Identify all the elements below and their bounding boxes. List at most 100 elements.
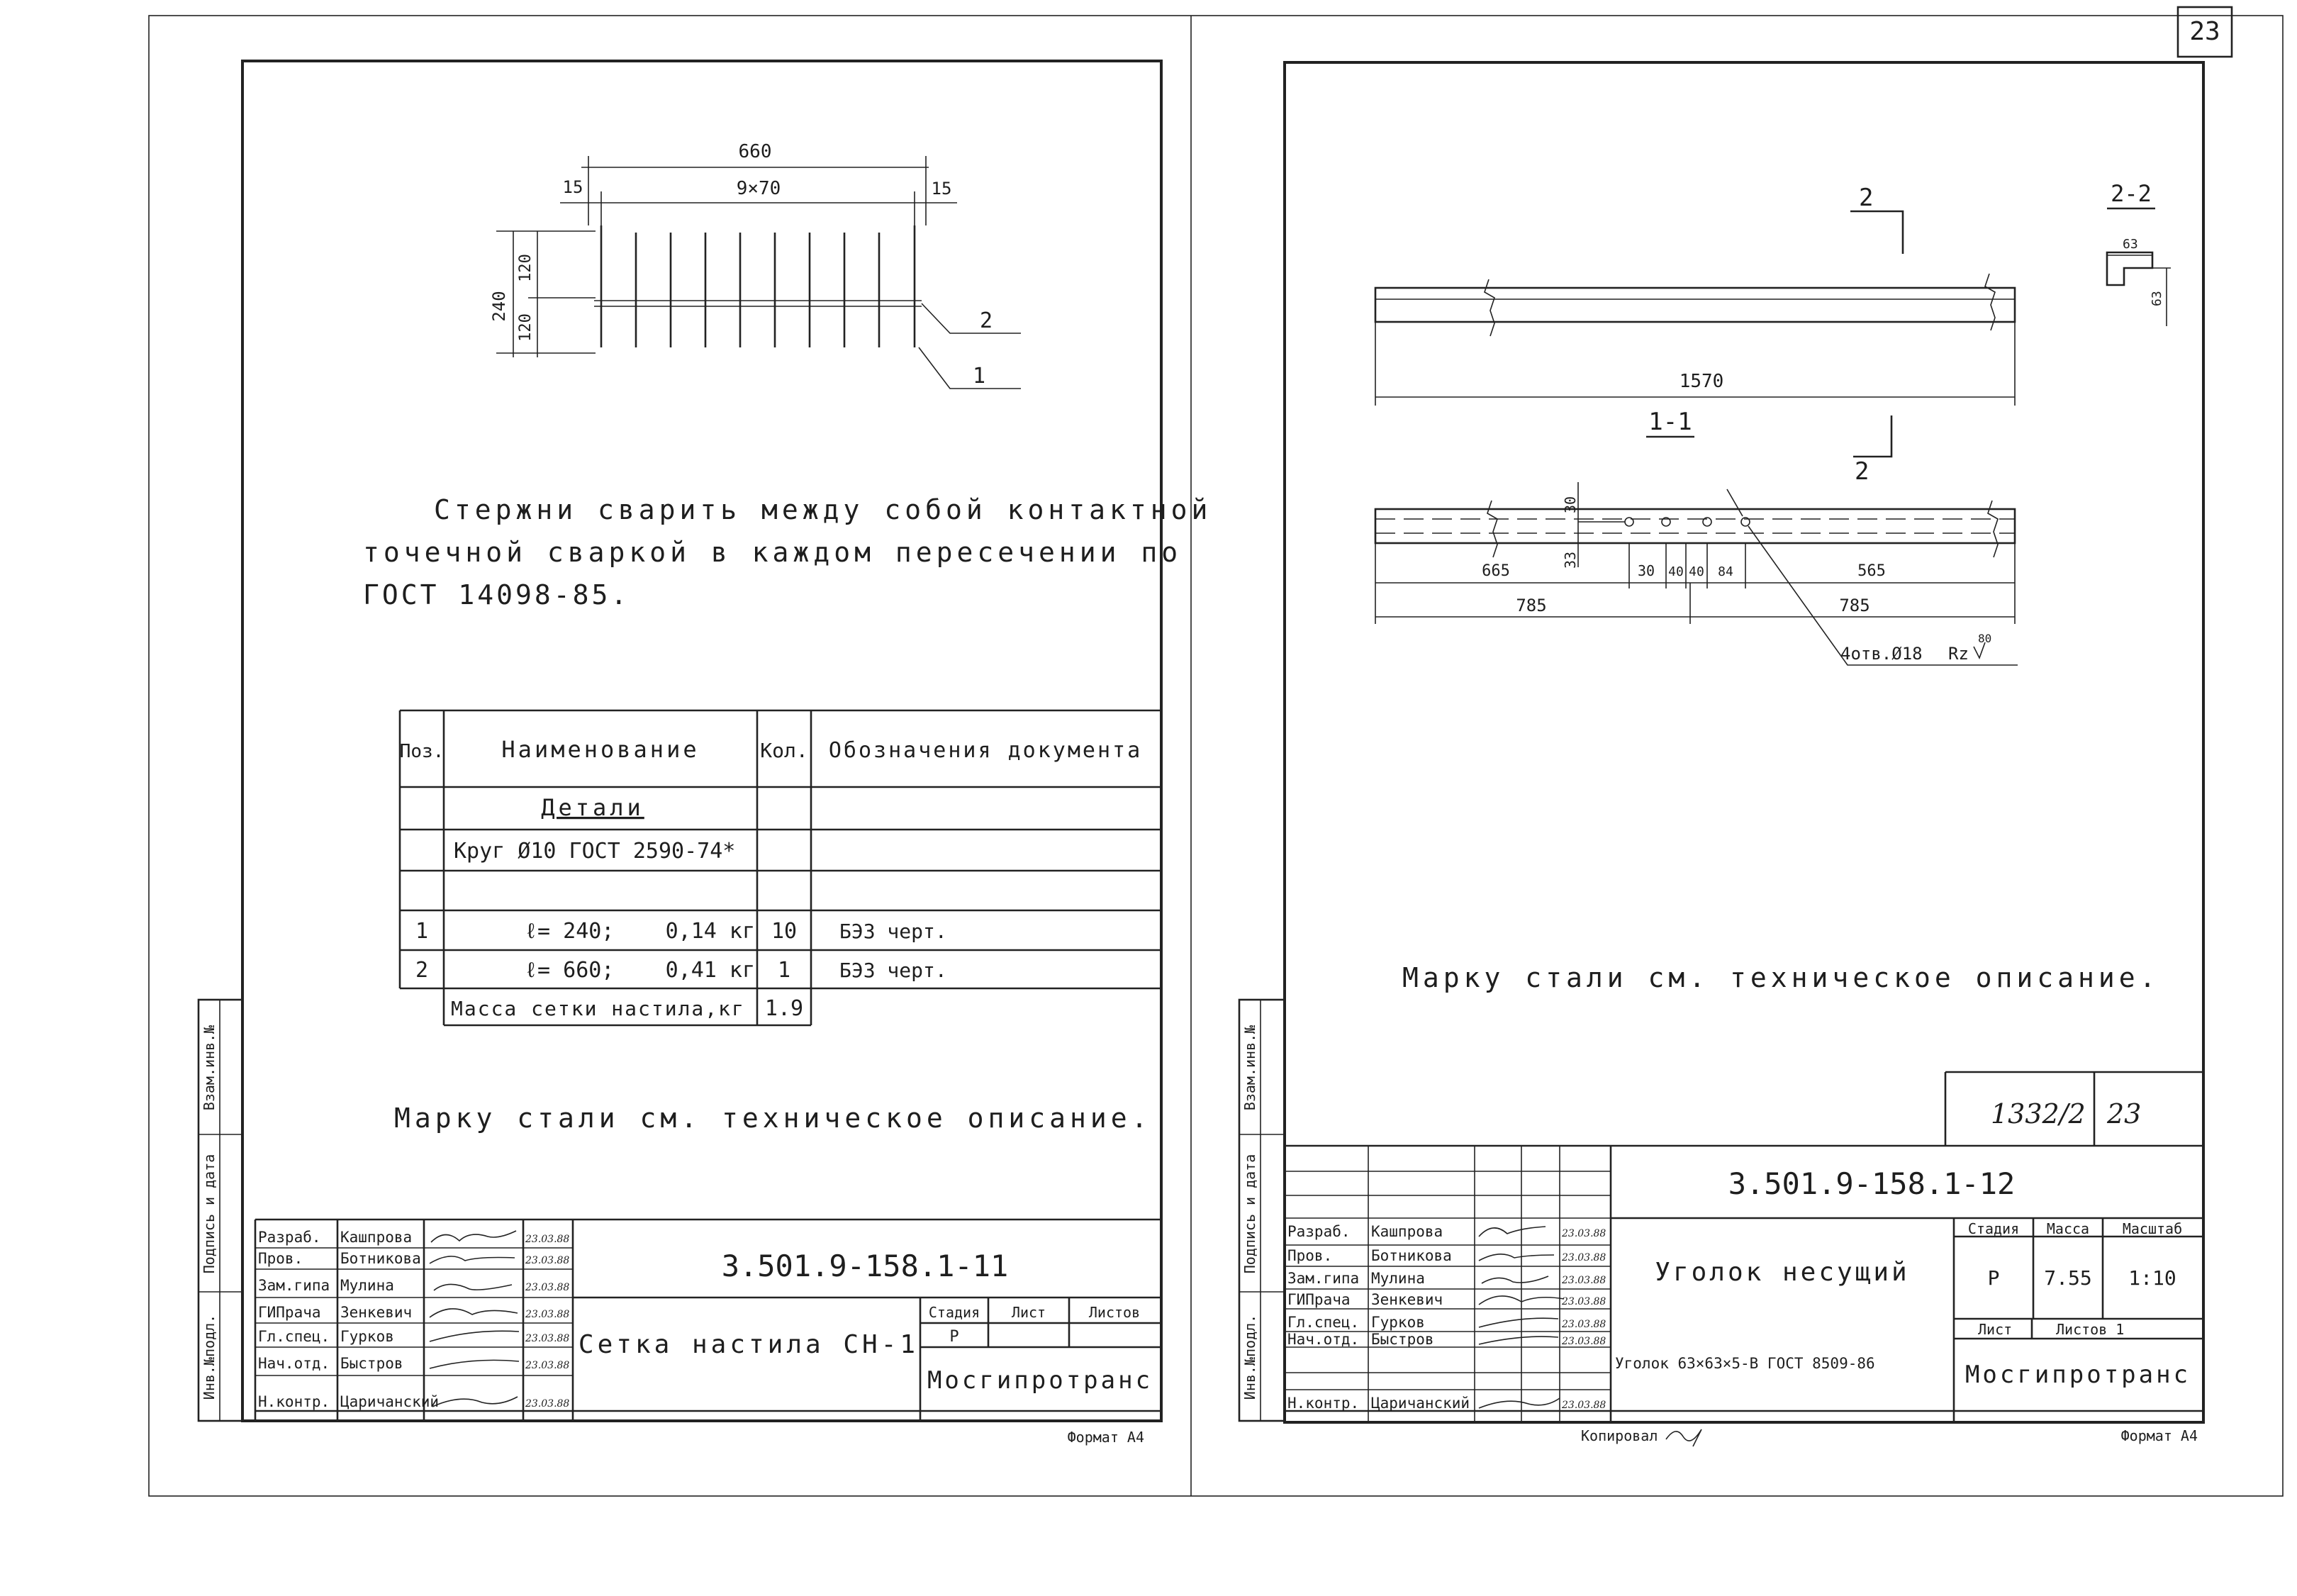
tb-date-6: 23.03.88 (525, 1360, 569, 1371)
tb-col-sheets: Листов (1089, 1304, 1140, 1321)
tb-col-sheet: Лист (1978, 1321, 2012, 1338)
spec-header-pos: Поз. (400, 741, 445, 762)
section-marker-bottom (1853, 415, 1893, 458)
tb-date-2: 23.03.88 (525, 1255, 569, 1266)
tb-scale: 1:10 (2128, 1266, 2176, 1290)
margin-label-inv: Инв.№подл. (1241, 1315, 1258, 1400)
spec-mass-label: Масса сетки настила,кг (451, 997, 745, 1020)
steel-note-right: Марку стали см. техническое описание. (1402, 962, 2159, 993)
tb-role-6: Нач.отд. (1287, 1331, 1359, 1348)
dim-785-left: 785 (1516, 596, 1546, 615)
section-marker-top (1850, 210, 1904, 254)
tb-date-1: 23.03.88 (1561, 1228, 1606, 1239)
dim-end-left: 15 (563, 177, 583, 197)
tb-name-1: Кашпрова (1371, 1223, 1443, 1240)
tb-stage: Р (949, 1328, 959, 1346)
tb-designation: 3.501.9-158.1-11 (722, 1249, 1009, 1283)
margin-label-replace: Взам.инв.№ (1241, 1025, 1258, 1110)
break-mark (1484, 279, 1495, 337)
section-2-label: 2-2 (2111, 180, 2152, 207)
tb-date-1: 23.03.88 (525, 1234, 569, 1245)
note-line-1: Стержни сварить между собой контактной (434, 494, 1212, 525)
spec-row-2-qty: 1 (778, 958, 790, 983)
tb-role-2: Пров. (258, 1250, 303, 1267)
tb-org: Мосгипротранс (927, 1366, 1153, 1395)
left-sheet: 660 15 9×70 15 240 120 120 2 1 Стержни с… (197, 60, 1212, 1446)
tb-format: Формат А4 (2121, 1427, 2198, 1444)
spec-mass-value: 1.9 (765, 996, 803, 1021)
note-line-2: точечной сваркой в каждом пересечении по (363, 537, 1182, 568)
tb-date-4: 23.03.88 (525, 1309, 569, 1320)
roughness-value: 80 (1978, 632, 1991, 645)
left-margin-stamp: Инв.№подл. Подпись и дата Взам.инв.№ (197, 998, 244, 1422)
spec-header-qty: Кол. (760, 739, 807, 762)
tb-role-6: Нач.отд. (258, 1355, 330, 1372)
handwritten-number: 1332/2 (1991, 1098, 2086, 1129)
welding-note: Стержни сварить между собой контактной т… (363, 494, 1212, 610)
tb-date-6: 23.03.88 (1561, 1336, 1606, 1347)
dim-33-vertical: 33 (1562, 552, 1579, 569)
tb-col-mass: Масса (2047, 1220, 2089, 1237)
spec-row-1-doc: БЭЗ черт. (839, 920, 947, 943)
tb-role-1: Разраб. (258, 1229, 321, 1246)
tb-name-4: Зенкевич (1371, 1291, 1443, 1308)
handwritten-sheet: 23 (2106, 1098, 2141, 1129)
page-number: 23 (2189, 17, 2220, 46)
section-2-dim-h: 63 (2150, 291, 2164, 306)
tb-date-3: 23.03.88 (1561, 1275, 1606, 1286)
roughness-symbol (1973, 642, 1986, 660)
dim-40a: 40 (1668, 564, 1684, 579)
tb-col-sheets: Листов 1 (2056, 1321, 2124, 1338)
tb-name-7: Царичанский (340, 1393, 439, 1410)
tb-name-7: Царичанский (1371, 1395, 1470, 1412)
callout-leader-2 (921, 303, 1021, 334)
tb-role-3: Зам.гипа (258, 1277, 330, 1294)
tb-col-scale: Масштаб (2123, 1220, 2182, 1237)
roughness-label: Rz (1948, 644, 1969, 664)
tb-name-3: Мулина (340, 1277, 394, 1294)
angle-section-view: 2 30 33 665 30 (1374, 415, 2018, 666)
note-line-3: ГОСТ 14098-85. (363, 579, 630, 610)
tb-col-sheet: Лист (1012, 1304, 1046, 1321)
right-title-block: 1332/2 23 3.501.9-158.1-12 Разраб. Пров.… (1285, 1071, 2202, 1447)
tb-designation: 3.501.9-158.1-12 (1728, 1166, 2016, 1201)
spec-row-2-pos: 2 (415, 958, 428, 983)
tb-date-5: 23.03.88 (1561, 1319, 1606, 1330)
dim-84: 84 (1718, 564, 1733, 579)
dim-spacing: 9×70 (737, 178, 781, 199)
tb-date-7: 23.03.88 (525, 1398, 569, 1410)
tb-mass: 7.55 (2044, 1266, 2091, 1290)
tb-date-2: 23.03.88 (1561, 1252, 1606, 1263)
spec-row-1-qty: 10 (771, 919, 797, 944)
tb-name-6: Быстров (1371, 1331, 1434, 1348)
margin-label-inv: Инв.№подл. (201, 1315, 218, 1400)
tb-date-3: 23.03.88 (525, 1282, 569, 1293)
tb-role-7: Н.контр. (1287, 1395, 1359, 1412)
tb-material: Уголок 63×63×5-В ГОСТ 8509-86 (1615, 1355, 1875, 1372)
left-title-block: Разраб. Пров. Зам.гипа ГИПрача Гл.спец. … (254, 1218, 1160, 1446)
tb-role-1: Разраб. (1287, 1223, 1351, 1240)
dim-half-top: 120 (517, 254, 535, 282)
tb-role-7: Н.контр. (258, 1393, 330, 1410)
tb-copied: Копировал (1581, 1427, 1658, 1444)
section-mark-bottom: 2 (1855, 457, 1869, 486)
break-mark (1984, 273, 1996, 331)
tb-name-2: Ботникова (1371, 1247, 1452, 1264)
tb-format: Формат А4 (1068, 1429, 1144, 1446)
tb-org: Мосгипротранс (1965, 1361, 2191, 1389)
tb-name-5: Гурков (340, 1328, 394, 1345)
spec-header-name: Наименование (501, 736, 699, 763)
outer-sheet-border (148, 15, 2284, 1497)
right-sheet: 1570 2 1-1 2-2 63 63 2 (1238, 61, 2205, 1447)
dim-30-vertical: 30 (1562, 496, 1579, 513)
tb-col-stage: Стадия (1968, 1220, 2019, 1237)
tb-date-7: 23.03.88 (1561, 1400, 1606, 1411)
steel-note-left: Марку стали см. техническое описание. (394, 1103, 1151, 1134)
tb-role-4: ГИПрача (1287, 1291, 1351, 1308)
dim-length: 1570 (1680, 371, 1724, 392)
angle-view-rect (1374, 286, 2016, 323)
spec-row-2-doc: БЭЗ черт. (839, 959, 947, 982)
tb-date-4: 23.03.88 (1561, 1296, 1606, 1307)
right-sheet-frame (1283, 61, 2205, 1424)
